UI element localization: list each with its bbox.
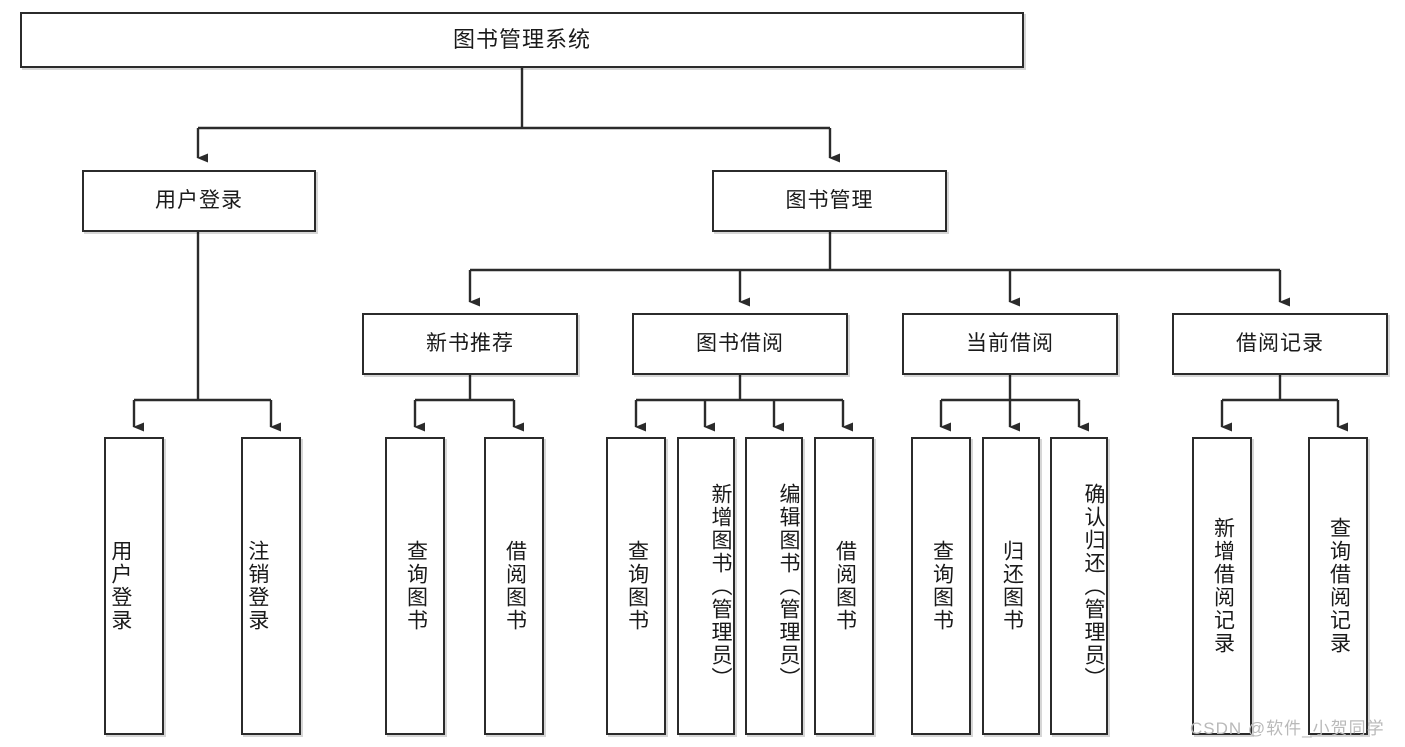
node-current-borrowing[interactable]: 当前借阅	[902, 313, 1118, 375]
leaf-add-borrow-record[interactable]: 新增借阅记录	[1192, 437, 1252, 735]
node-user-login[interactable]: 用户登录	[82, 170, 316, 232]
leaf-logout[interactable]: 注销登录	[241, 437, 301, 735]
node-book-borrowing[interactable]: 图书借阅	[632, 313, 848, 375]
leaf-add-book-admin[interactable]: 新增图书（管理员）	[677, 437, 735, 735]
leaf-user-login[interactable]: 用户登录	[104, 437, 164, 735]
leaf-edit-book-admin[interactable]: 编辑图书（管理员）	[745, 437, 803, 735]
leaf-confirm-return-admin[interactable]: 确认归还（管理员）	[1050, 437, 1108, 735]
node-new-book-recommendation[interactable]: 新书推荐	[362, 313, 578, 375]
leaf-query-book-current[interactable]: 查询图书	[911, 437, 971, 735]
leaf-query-book-new[interactable]: 查询图书	[385, 437, 445, 735]
leaf-borrow-book[interactable]: 借阅图书	[814, 437, 874, 735]
node-root-system[interactable]: 图书管理系统	[20, 12, 1024, 68]
leaf-borrow-book-new[interactable]: 借阅图书	[484, 437, 544, 735]
leaf-return-book[interactable]: 归还图书	[982, 437, 1040, 735]
node-book-management[interactable]: 图书管理	[712, 170, 947, 232]
csdn-watermark: CSDN @软件_小贺同学	[1190, 719, 1385, 738]
node-borrow-records[interactable]: 借阅记录	[1172, 313, 1388, 375]
leaf-query-borrow-record[interactable]: 查询借阅记录	[1308, 437, 1368, 735]
leaf-query-book-borrow[interactable]: 查询图书	[606, 437, 666, 735]
